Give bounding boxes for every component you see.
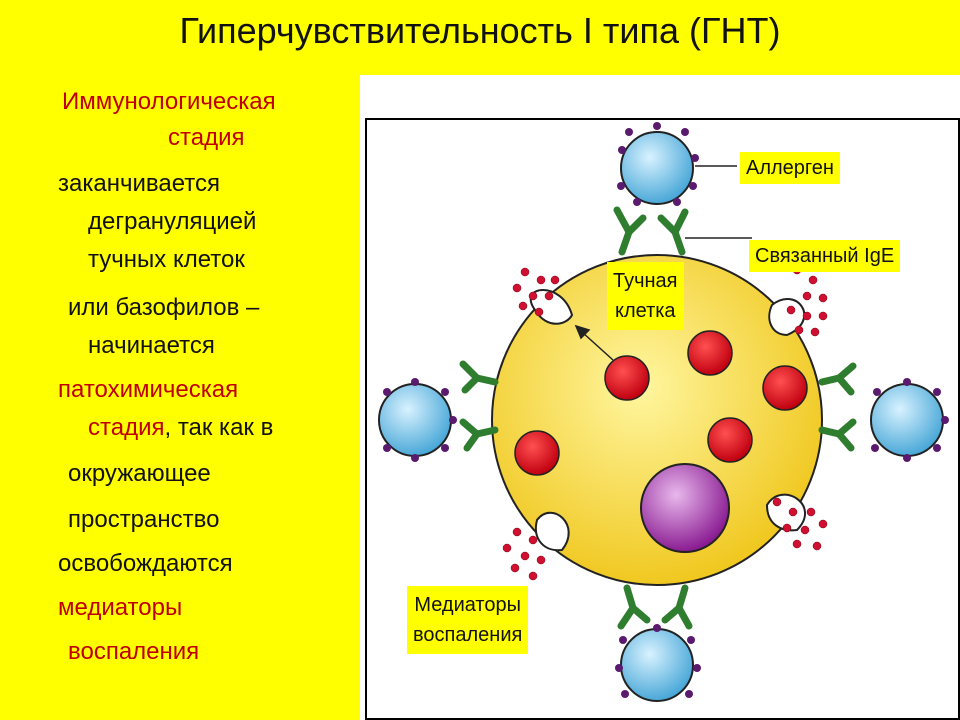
text-line: тучных клеток — [88, 246, 245, 273]
allergen-left — [378, 378, 457, 462]
released-mediators — [502, 265, 828, 581]
granule — [762, 365, 808, 411]
slide-title: Гиперчувствительность I типа (ГНТ) — [179, 10, 781, 51]
text-line: начинается — [88, 332, 215, 359]
ige-antibodies — [459, 206, 857, 630]
pointer-arrow — [574, 324, 614, 361]
text-line: патохимическая — [58, 376, 239, 403]
allergens — [378, 122, 949, 702]
mast-cell-diagram: Аллерген Связанный IgE Тучная клетка Мед… — [365, 118, 960, 720]
granule — [604, 355, 650, 401]
text-line: освобождаются — [58, 550, 233, 577]
bound-ige-label: Связанный IgE — [749, 240, 901, 272]
allergen-label: Аллерген — [740, 152, 840, 184]
granules — [514, 330, 808, 476]
left-text-block: Иммунологическая стадия заканчивается де… — [0, 0, 360, 720]
granule — [514, 430, 560, 476]
granule — [707, 417, 753, 463]
text-line: дегрануляцией — [88, 208, 257, 235]
allergen-top — [617, 122, 699, 206]
allergen-bottom — [615, 624, 701, 702]
text-line: медиаторы — [58, 594, 183, 621]
granule — [687, 330, 733, 376]
text-line: окружающее — [68, 460, 211, 487]
allergen-right — [870, 378, 949, 462]
mast-cell-illustration — [378, 122, 949, 702]
mast-cell-label: Тучная клетка — [607, 262, 684, 330]
text-line: заканчивается — [58, 170, 220, 197]
nucleus — [640, 463, 730, 553]
text-line: стадия, так как в — [88, 414, 274, 441]
text-line: пространство — [68, 506, 220, 533]
text-line: Иммунологическая — [62, 88, 276, 115]
mediators-label: Медиаторы воспаления — [407, 586, 529, 654]
text-line: воспаления — [68, 638, 200, 665]
mast-cell-body — [491, 254, 823, 586]
label-leader-lines — [685, 165, 752, 239]
text-line: или базофилов – — [68, 294, 260, 321]
text-line: стадия — [168, 124, 245, 151]
